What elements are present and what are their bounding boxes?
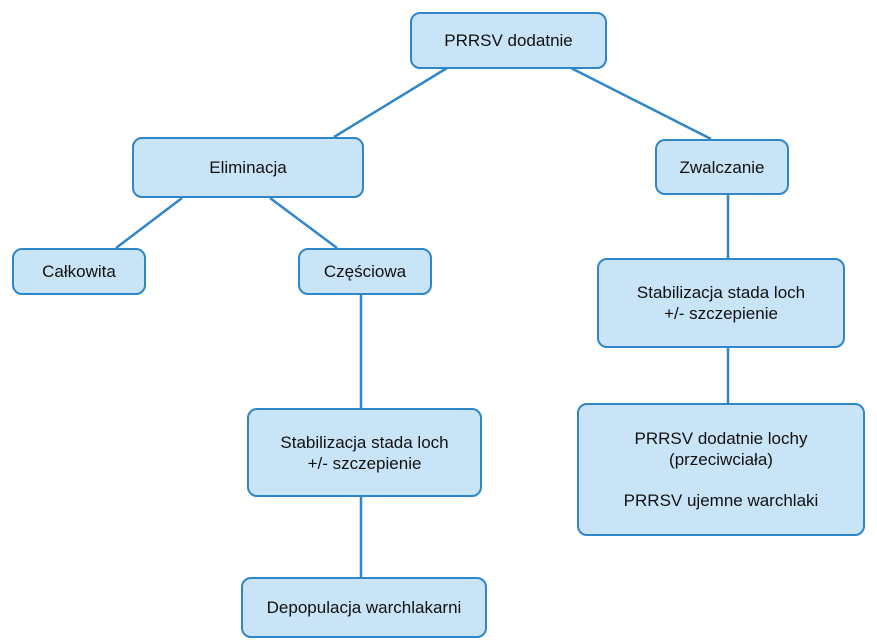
node-control: Zwalczanie xyxy=(655,139,789,195)
node-total: Całkowita xyxy=(12,248,146,295)
node-label: PRRSV dodatnie xyxy=(444,31,573,50)
node-stabilization-left: Stabilizacja stada loch +/- szczepienie xyxy=(247,408,482,497)
node-depopulation: Depopulacja warchlakarni xyxy=(241,577,487,638)
edge-elimination-partial xyxy=(269,196,338,250)
node-outcome: PRRSV dodatnie lochy (przeciwciała) PRRS… xyxy=(577,403,865,536)
edge-root-elimination xyxy=(333,66,448,139)
node-label-line2: (przeciwciała) xyxy=(669,450,773,469)
edge-root-control xyxy=(570,66,712,141)
node-label-line2: +/- szczepienie xyxy=(307,453,422,473)
node-label: Częściowa xyxy=(323,262,407,281)
node-label: Całkowita xyxy=(42,262,116,281)
node-prrsv-positive: PRRSV dodatnie xyxy=(410,12,607,69)
edge-elimination-total xyxy=(115,197,183,249)
node-label: Depopulacja warchlakarni xyxy=(266,598,462,617)
node-label: Zwalczanie xyxy=(679,157,765,177)
node-label: Eliminacja xyxy=(209,158,287,177)
node-elimination: Eliminacja xyxy=(132,137,364,198)
node-stabilization-right: Stabilizacja stada loch +/- szczepienie xyxy=(597,258,845,348)
node-label-line1: Stabilizacja stada loch xyxy=(280,432,449,452)
node-partial: Częściowa xyxy=(298,248,432,295)
node-label-line1: Stabilizacja stada loch xyxy=(636,283,806,302)
node-label-line1: PRRSV dodatnie lochy xyxy=(634,429,808,448)
node-label-line2: +/- szczepienie xyxy=(664,304,778,323)
node-label-line3: PRRSV ujemne warchlaki xyxy=(623,491,819,510)
